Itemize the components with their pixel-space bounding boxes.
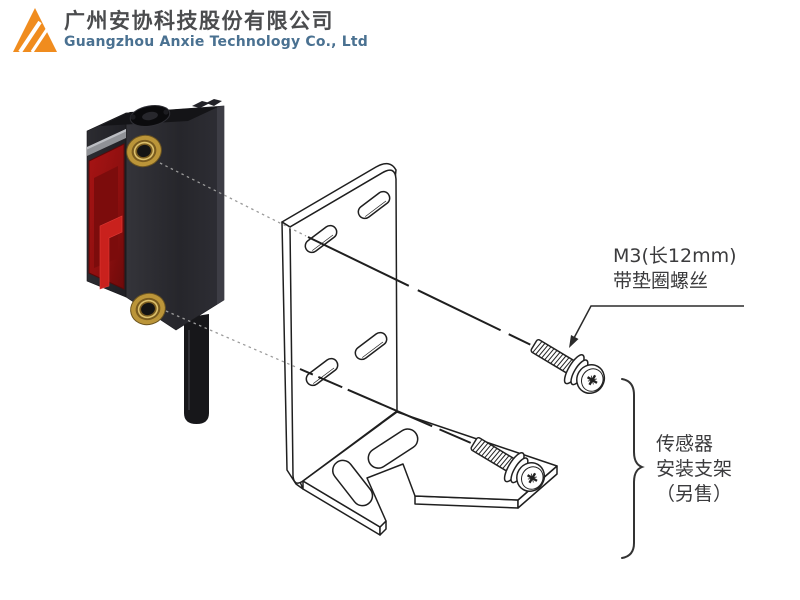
bracket-plate-slot (354, 331, 388, 361)
bracket-plate-slot (357, 190, 391, 220)
alignment-lines (159, 162, 532, 444)
company-header: 广州安协科技股份有限公司 Guangzhou Anxie Technology … (12, 6, 368, 54)
lens-emitter-element (99, 215, 123, 290)
connector-bump (163, 109, 169, 115)
connector-bump (130, 114, 136, 120)
bracket-note-line3: （另售） (656, 483, 732, 505)
company-name-en: Guangzhou Anxie Technology Co., Ltd (64, 33, 368, 50)
top-rib (192, 101, 210, 108)
sensor-edge-chamfer (217, 106, 224, 305)
alignment-line-lower (299, 368, 472, 444)
bracket-note-line2: 安装支架 (656, 458, 732, 480)
slot-inner-line (365, 200, 387, 217)
bracket-note-line1: 传感器 (656, 433, 713, 455)
brace-bracket-group (621, 378, 645, 559)
screw-note-line1: M3(长12mm) (613, 245, 737, 267)
connector-knob (142, 111, 158, 121)
screw-note-line2: 带垫圈螺丝 (613, 270, 708, 292)
sensor-cable (184, 314, 209, 424)
m3-screw-upper (524, 329, 612, 402)
company-logo-icon (13, 8, 57, 54)
arrowhead-icon (569, 335, 579, 348)
screw-leader-arrow (569, 305, 744, 348)
logo-stripe (18, 20, 42, 54)
alignment-line-upper (307, 236, 532, 346)
brass-insert-lower (130, 292, 166, 326)
bracket-plate-slot (305, 357, 339, 387)
bracket-base-slot (332, 459, 374, 507)
sensor-image (86, 99, 225, 424)
stripe-highlight (87, 129, 126, 150)
mounting-bracket-image (281, 162, 558, 536)
company-name-zh: 广州安协科技股份有限公司 (64, 8, 334, 33)
brass-insert-upper (126, 134, 162, 168)
slot-inner-line (362, 341, 384, 358)
slot-inner-line (312, 234, 334, 251)
top-rib (206, 99, 222, 106)
slot-inner-line (313, 367, 335, 384)
bracket-base-slot (367, 428, 419, 469)
logo-stripe (30, 27, 50, 53)
